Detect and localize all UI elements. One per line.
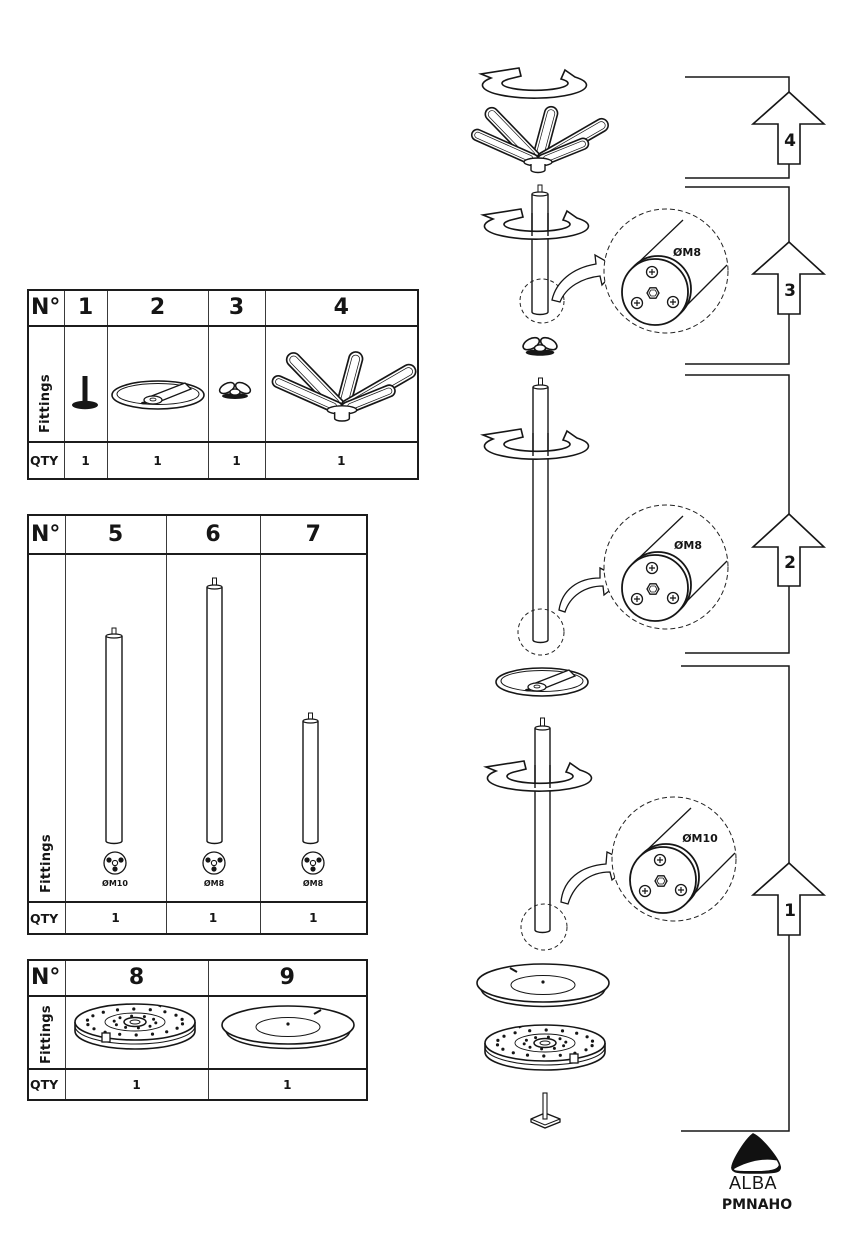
step-bracket-4: 4 [685, 76, 827, 179]
step-arrow-icon [750, 512, 827, 587]
thread-detail-zoom [603, 504, 729, 630]
part-number: 2 [106, 289, 209, 327]
detail-pointer-arrow [558, 566, 625, 613]
part-cell [165, 553, 261, 903]
part-cell [63, 325, 108, 443]
part-number: 4 [264, 289, 419, 327]
detail-marker-circle [517, 608, 565, 656]
base-cover-part [476, 963, 610, 1008]
detail-pointer-arrow [551, 253, 620, 303]
part-number: 5 [64, 514, 167, 555]
part-number: 6 [165, 514, 261, 555]
qty-value: 1 [264, 441, 419, 480]
pole-top-through [531, 213, 549, 236]
brand-name: ALBA [729, 1173, 777, 1193]
qty-value: 1 [207, 441, 266, 480]
detail-thread-label: ØM8 [674, 539, 702, 552]
rotate-icon [485, 760, 593, 792]
qty-header: QTY [27, 901, 66, 935]
part-number: 3 [207, 289, 266, 327]
number-header: N° [27, 959, 66, 997]
thread-detail-zoom [603, 208, 729, 334]
step-arrow-icon [750, 861, 827, 936]
step-arrow-icon [750, 240, 827, 315]
wing-nut-part [520, 334, 560, 357]
detail-pointer-arrow [560, 851, 634, 905]
coat-hook-part [469, 104, 612, 174]
qty-value: 1 [165, 901, 261, 935]
part-cell [64, 995, 209, 1070]
thread-detail-zoom [611, 796, 737, 922]
number-header: N° [27, 514, 66, 555]
pole-bottom-through [534, 765, 551, 788]
part-number: 9 [207, 959, 368, 997]
rotate-icon [480, 67, 588, 99]
model-code: PMNAHO [722, 1197, 792, 1213]
fittings-label: Fittings [38, 834, 54, 893]
fittings-header: Fittings [27, 325, 65, 443]
detail-thread-label: ØM10 [682, 832, 718, 845]
qty-value: 1 [64, 901, 167, 935]
step-bracket-3: 3 [685, 186, 827, 365]
qty-header: QTY [27, 1068, 66, 1101]
part-number: 1 [63, 289, 108, 327]
fittings-header: Fittings [27, 553, 66, 903]
step-bracket-2: 2 [685, 374, 827, 654]
detail-marker-circle [519, 278, 565, 324]
part-cell [64, 553, 167, 903]
pole-middle-through [532, 433, 549, 456]
qty-value: 1 [106, 441, 209, 480]
step-bracket-1: 1 [681, 665, 827, 1132]
base-part [484, 1024, 606, 1071]
fittings-label: Fittings [38, 374, 54, 433]
part-number: 7 [259, 514, 368, 555]
brand-logo: ALBA PMNAHO [722, 1133, 792, 1213]
pole-bottom [534, 717, 551, 934]
step-number: 4 [784, 131, 796, 151]
fittings-header: Fittings [27, 995, 66, 1070]
step-number: 1 [784, 901, 796, 921]
pole-middle [532, 377, 549, 644]
qty-value: 1 [259, 901, 368, 935]
parts-table-1: N° 1 2 3 4 Fittings QTY 1 1 1 1 [27, 289, 419, 480]
part-cell [264, 325, 419, 443]
step-number: 3 [784, 281, 796, 301]
rotate-icon [482, 208, 590, 240]
step-number: 2 [784, 553, 796, 573]
rotate-icon [482, 428, 590, 460]
part-cell [106, 325, 209, 443]
part-cell [259, 553, 368, 903]
qty-value: 1 [63, 441, 108, 480]
qty-header: QTY [27, 441, 65, 480]
part-number: 8 [64, 959, 209, 997]
parts-table-3: N° 8 9 Fittings QTY 1 1 [27, 959, 368, 1101]
step-arrow-icon [750, 90, 827, 165]
qty-value: 1 [64, 1068, 209, 1101]
part-cell [207, 325, 266, 443]
qty-value: 1 [207, 1068, 368, 1101]
detail-marker-circle [520, 903, 568, 951]
detail-thread-label: ØM8 [673, 246, 701, 259]
foot-part [530, 1092, 561, 1129]
number-header: N° [27, 289, 65, 327]
fittings-label: Fittings [38, 1005, 54, 1064]
parts-table-2: N° 5 6 7 Fittings QTY 1 1 1 [27, 514, 368, 935]
pole-top [531, 184, 549, 316]
part-cell [207, 995, 368, 1070]
plate-part [495, 667, 589, 697]
